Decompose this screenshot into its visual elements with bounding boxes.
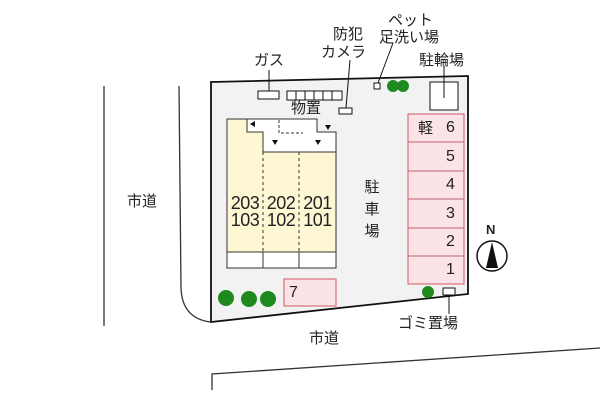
pet-wash-label-line1: ペット [388,11,434,29]
parking-6-note: 軽 [418,119,434,137]
pet-footwash-marker [373,82,381,90]
parking-lot-label: 駐 車 場 [364,178,380,240]
compass-north-label: N [486,222,496,237]
south-road-edge [211,347,600,390]
parking-spaces-column [407,113,465,285]
pet-wash-label-line2: 足洗い場 [379,28,440,46]
gas-meter-box [257,90,280,100]
camera-label-line2: カメラ [321,43,367,61]
parking-4-number: 4 [446,176,455,193]
trees-top [387,80,409,92]
trees-bottom [218,286,434,307]
garbage-area-marker [442,287,456,296]
gas-label: ガス [254,51,285,69]
parking-6-number: 6 [446,119,455,136]
south-road-label: 市道 [309,329,340,347]
security-camera-marker [338,107,353,115]
garbage-label: ゴミ置場 [398,314,459,332]
apartment-building [226,118,337,269]
storage-label: 物置 [291,99,322,117]
camera-label-line1: 防犯 [333,25,364,43]
parking-space-7 [283,278,337,307]
storage-units [286,90,343,101]
parking-3-number: 3 [446,205,455,222]
parking-7-number: 7 [289,284,298,301]
parking-1-number: 1 [446,261,455,278]
west-road-label: 市道 [127,192,158,210]
west-road-edge-right [178,85,211,323]
compass-icon [476,240,508,272]
parking-5-number: 5 [446,148,455,165]
bicycle-parking-label: 駐輪場 [419,51,465,69]
parking-2-number: 2 [446,233,455,250]
